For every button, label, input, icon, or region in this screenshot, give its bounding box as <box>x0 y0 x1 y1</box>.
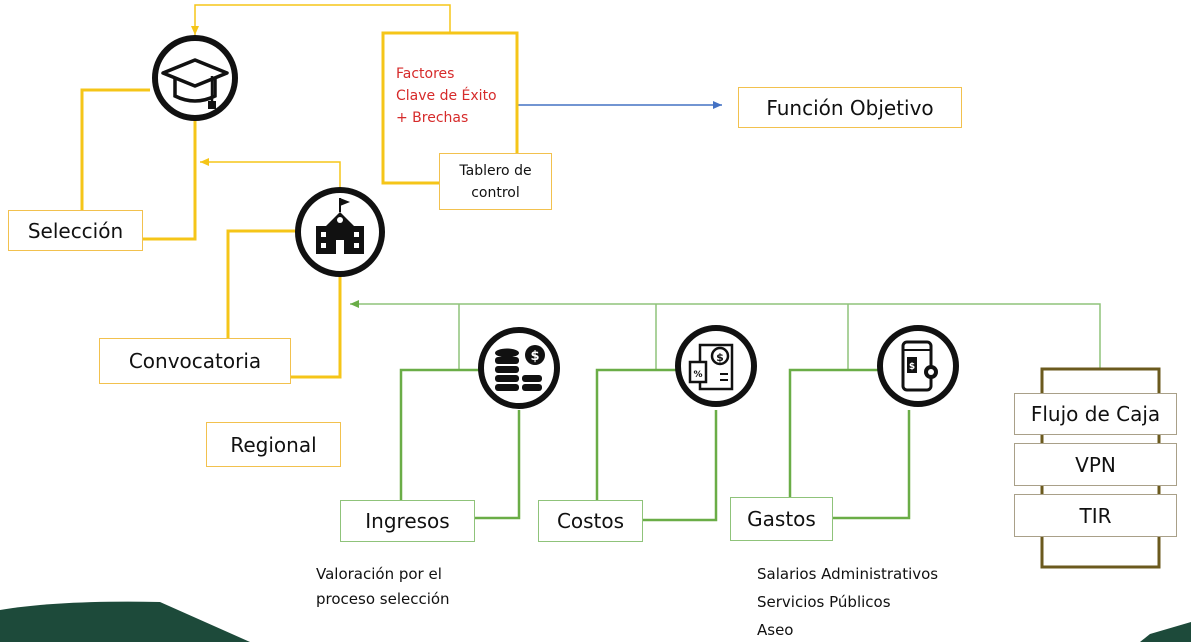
connector-invoice-left <box>595 368 678 500</box>
connector-coins-ingresos <box>475 410 521 520</box>
connector-green-bus <box>350 300 1101 368</box>
vpn-label: VPN <box>1075 452 1116 477</box>
factores-label: Factores Clave de Éxito + Brechas <box>396 63 497 129</box>
bottom-banner <box>0 601 1191 642</box>
svg-text:%: % <box>693 370 702 380</box>
mobile-payment-icon: $ <box>877 325 959 407</box>
convocatoria-box: Convocatoria <box>99 338 291 384</box>
connector-school-convocatoria <box>291 275 342 379</box>
connector-factores-to-graduation <box>191 4 451 35</box>
gastos-item-2: Servicios Públicos <box>757 593 891 611</box>
connector-coins-left <box>399 368 487 500</box>
connector-graduation-left <box>80 88 150 210</box>
connector-phone-left <box>788 368 879 497</box>
connector-school-to-graduation <box>200 158 341 190</box>
gastos-box: Gastos <box>730 497 833 541</box>
seleccion-label: Selección <box>27 218 124 243</box>
coins-icon: $ <box>478 327 560 409</box>
tir-box: TIR <box>1014 494 1177 537</box>
valoracion-line-2: proceso selección <box>316 590 450 608</box>
seleccion-box: Selección <box>8 210 143 251</box>
valoracion-line-1: Valoración por el <box>316 565 442 583</box>
gastos-item-1: Salarios Administrativos <box>757 565 939 583</box>
factores-line-3: + Brechas <box>396 110 469 126</box>
tablero-box: Tablero de control <box>439 153 552 210</box>
vpn-box: VPN <box>1014 443 1177 486</box>
tir-label: TIR <box>1079 503 1112 528</box>
gastos-items-note: Salarios Administrativos Servicios Públi… <box>757 560 938 644</box>
invoice-icon: $ % <box>675 325 757 407</box>
svg-text:$: $ <box>716 351 724 364</box>
connector-school-left <box>226 229 297 338</box>
graduation-cap-icon <box>152 35 238 121</box>
tablero-line-1: Tablero de <box>459 162 532 179</box>
ingresos-box: Ingresos <box>340 500 475 542</box>
flujo-de-caja-label: Flujo de Caja <box>1030 402 1161 426</box>
connector-invoice-costos <box>643 410 718 522</box>
funcion-objetivo-box: Función Objetivo <box>738 87 962 128</box>
valoracion-note: Valoración por el proceso selección <box>316 562 450 612</box>
svg-text:$: $ <box>909 362 915 372</box>
regional-box: Regional <box>206 422 341 467</box>
ingresos-label: Ingresos <box>365 509 450 533</box>
convocatoria-label: Convocatoria <box>128 349 262 373</box>
factores-line-1: Factores <box>396 66 455 82</box>
gastos-item-3: Aseo <box>757 621 794 639</box>
costos-box: Costos <box>538 500 643 542</box>
regional-label: Regional <box>230 432 317 457</box>
connector-graduation-seleccion <box>143 120 197 241</box>
tablero-line-2: control <box>471 184 520 201</box>
costos-label: Costos <box>556 509 625 533</box>
connector-phone-gastos <box>833 410 911 520</box>
funcion-objetivo-label: Función Objetivo <box>766 95 934 120</box>
gastos-label: Gastos <box>747 507 816 531</box>
svg-text:$: $ <box>530 349 539 364</box>
flujo-de-caja-box: Flujo de Caja <box>1014 393 1177 435</box>
factores-line-2: Clave de Éxito <box>396 88 497 104</box>
school-building-icon <box>295 187 385 277</box>
